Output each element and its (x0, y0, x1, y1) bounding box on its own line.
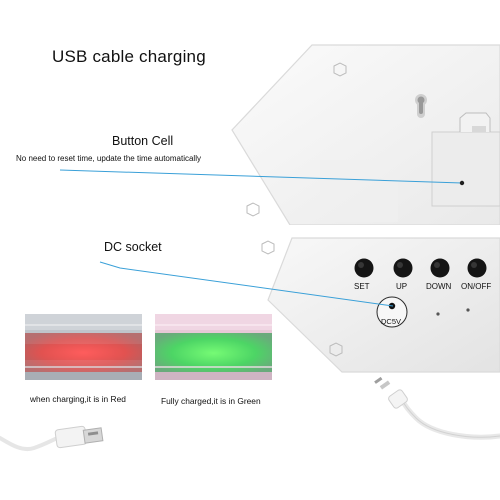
usb-cable (0, 425, 104, 451)
button-up[interactable] (393, 258, 413, 278)
caption-charging-red: when charging,it is in Red (30, 394, 126, 404)
callout-line-button-cell (59, 169, 465, 186)
button-label-up: UP (396, 282, 408, 291)
page-title: USB cable charging (52, 47, 206, 66)
callout-line-dc-socket (99, 261, 394, 307)
port-label-dc5v: DC5V (381, 317, 402, 326)
device-back-panel (231, 44, 500, 235)
button-label-down: DOWN (426, 282, 452, 291)
button-label-on-off: ON/OFF (461, 282, 492, 291)
button-down[interactable] (430, 258, 450, 278)
keyhole-icon (415, 94, 427, 118)
callout-label-dc-socket: DC socket (104, 240, 162, 254)
button-label-set: SET (354, 282, 370, 291)
indicator-charging-red (25, 314, 142, 380)
button-set[interactable] (354, 258, 374, 278)
battery-compartment (431, 112, 500, 207)
callout-label-button-cell: Button Cell (112, 134, 174, 148)
button-on-off[interactable] (467, 258, 487, 278)
caption-charged-green: Fully charged,it is in Green (161, 396, 261, 406)
callout-description-button-cell: No need to reset time, update the time a… (16, 154, 201, 163)
indicator-charged-green (155, 314, 272, 380)
dc-cable (374, 376, 500, 440)
